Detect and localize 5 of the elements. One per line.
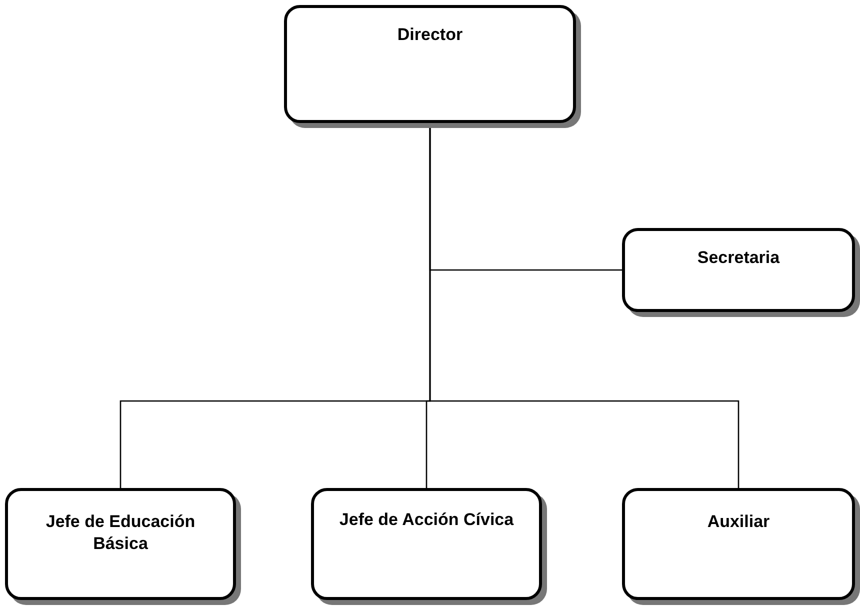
box-label: Jefe de Acción Cívica (338, 509, 515, 531)
box-label: Jefe de Educación Básica (44, 511, 196, 556)
box-label: Auxiliar (706, 511, 771, 533)
box-label: Secretaria (696, 247, 781, 269)
box-label: Director (396, 24, 464, 46)
